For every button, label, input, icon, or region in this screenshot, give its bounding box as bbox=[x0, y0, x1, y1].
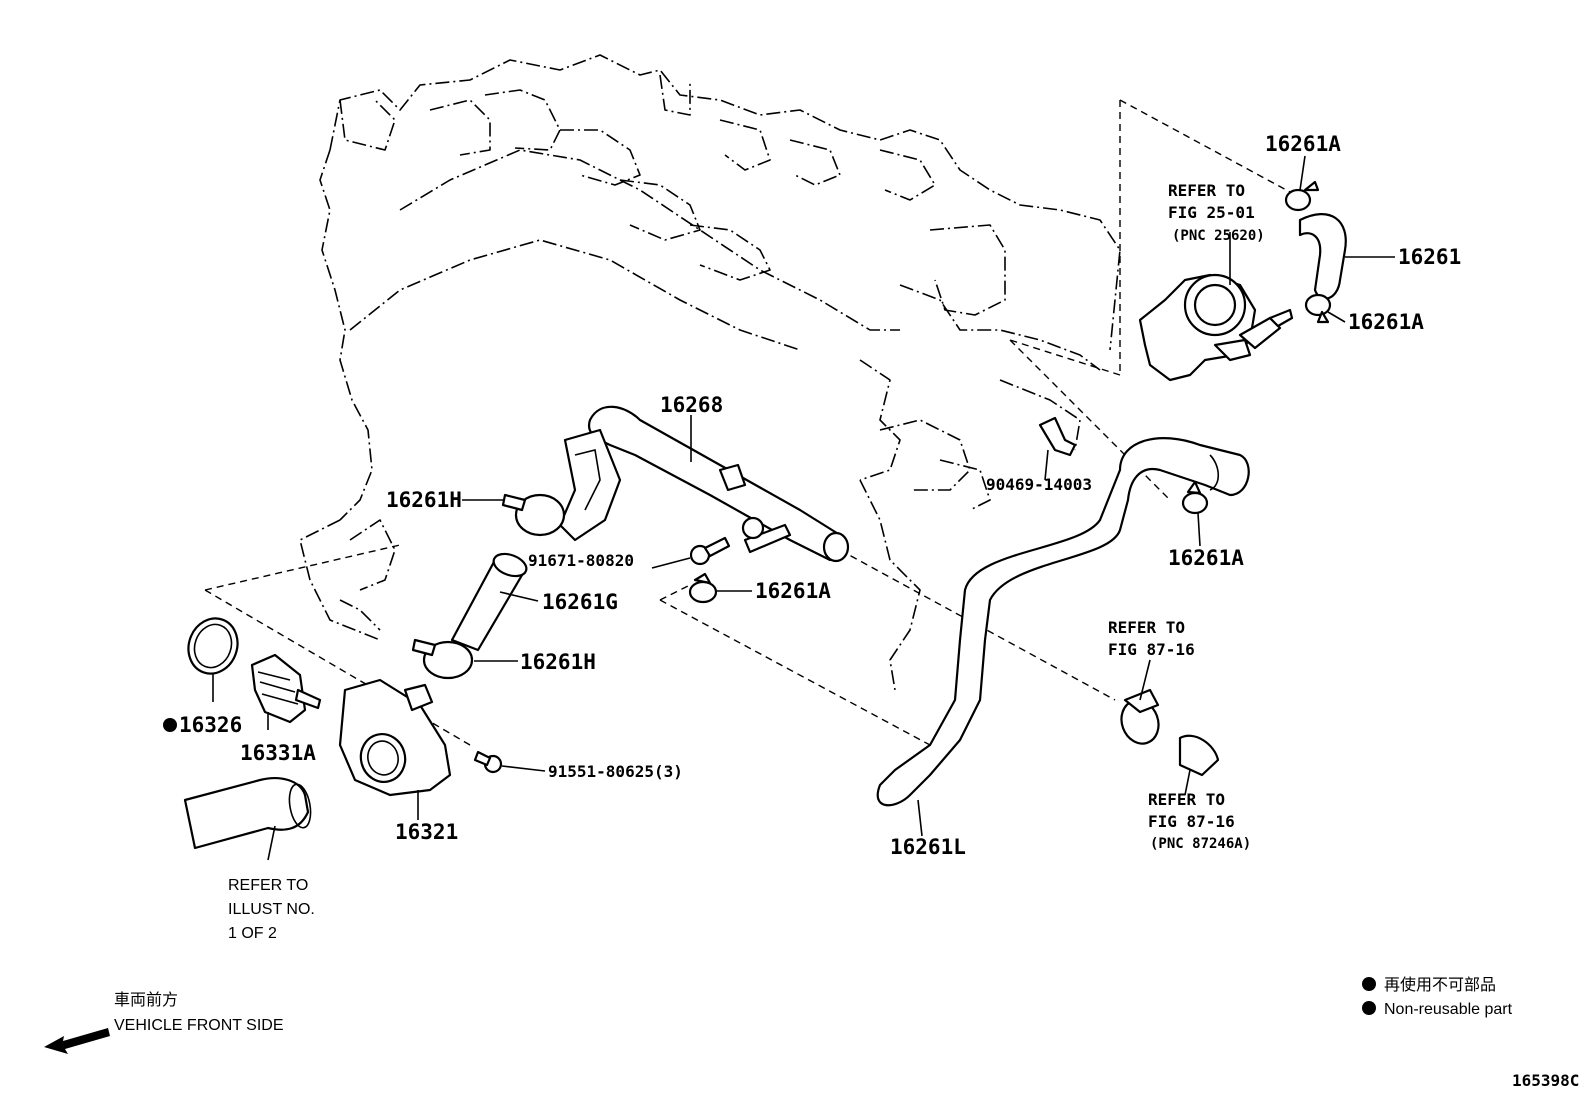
ref-fig-87-16-b[interactable]: REFER TO FIG 87-16 (PNC 87246A) bbox=[1148, 790, 1251, 852]
figure-id: 165398C bbox=[1512, 1071, 1579, 1090]
thermostat-16331A[interactable] bbox=[250, 653, 322, 724]
vehicle-front-indicator: 車両前方 VEHICLE FRONT SIDE bbox=[44, 991, 284, 1054]
ref-fig87b-line1: REFER TO bbox=[1148, 790, 1225, 809]
legend-bullet-icon-en bbox=[1362, 1001, 1376, 1015]
label-16261H-upper[interactable]: 16261H bbox=[386, 488, 462, 512]
ref-illust-line1: REFER TO bbox=[228, 877, 308, 894]
clamp-90469-14003[interactable] bbox=[1038, 416, 1077, 457]
leader-lines bbox=[212, 155, 1395, 861]
clamp-16261H-upper[interactable] bbox=[501, 493, 566, 537]
legend-en: Non-reusable part bbox=[1384, 1001, 1513, 1018]
clamp-16261A-right[interactable] bbox=[1304, 293, 1332, 324]
legend-jp: 再使用不可部品 bbox=[1384, 976, 1496, 994]
front-arrow-icon bbox=[44, 1028, 110, 1054]
label-16268[interactable]: 16268 bbox=[660, 393, 723, 417]
ref-fig87b-line2: FIG 87-16 bbox=[1148, 812, 1235, 831]
engine-outline bbox=[299, 54, 1121, 691]
label-91551-80625[interactable]: 91551-80625(3) bbox=[548, 762, 683, 781]
ref-hose-fig-87-16[interactable] bbox=[1116, 688, 1220, 777]
ref-illust-line2: ILLUST NO. bbox=[228, 901, 315, 918]
label-16261A-mid[interactable]: 16261A bbox=[755, 579, 831, 603]
clamp-16261H-lower[interactable] bbox=[411, 638, 474, 680]
ref-fig25-line1: REFER TO bbox=[1168, 181, 1245, 200]
label-91671-80820[interactable]: 91671-80820 bbox=[528, 551, 634, 570]
label-16261L[interactable]: 16261L bbox=[890, 835, 966, 859]
hose-16261G[interactable] bbox=[450, 550, 529, 652]
ref-fig87a-line1: REFER TO bbox=[1108, 618, 1185, 637]
water-inlet-16321[interactable] bbox=[338, 678, 452, 797]
label-16261A-top[interactable]: 16261A bbox=[1265, 132, 1341, 156]
throttle-body-assembly[interactable] bbox=[1138, 273, 1294, 382]
label-16261A-hose[interactable]: 16261A bbox=[1168, 546, 1244, 570]
ref-fig87a-line2: FIG 87-16 bbox=[1108, 640, 1195, 659]
water-pipe-16268[interactable] bbox=[558, 405, 850, 563]
hose-16261[interactable] bbox=[1298, 213, 1347, 300]
ref-fig87b-line3: (PNC 87246A) bbox=[1150, 836, 1251, 852]
ref-fig-87-16-a[interactable]: REFER TO FIG 87-16 bbox=[1108, 618, 1195, 659]
clamp-16261A-top[interactable] bbox=[1284, 180, 1320, 212]
ref-hose-illust[interactable] bbox=[183, 777, 314, 850]
legend: 再使用不可部品 Non-reusable part bbox=[1362, 976, 1513, 1018]
ref-illust-1-of-2[interactable]: REFER TO ILLUST NO. 1 OF 2 bbox=[228, 877, 315, 942]
bolt-91551-80625[interactable] bbox=[473, 750, 503, 774]
ref-fig-25-01[interactable]: REFER TO FIG 25-01 (PNC 25620) bbox=[1168, 181, 1265, 244]
vehicle-front-en: VEHICLE FRONT SIDE bbox=[114, 1017, 284, 1034]
label-16331A[interactable]: 16331A bbox=[240, 741, 316, 765]
gasket-16326[interactable] bbox=[181, 611, 245, 680]
clamp-16261A-hose[interactable] bbox=[1181, 480, 1209, 515]
label-16261G[interactable]: 16261G bbox=[542, 590, 618, 614]
label-16261A-right[interactable]: 16261A bbox=[1348, 310, 1424, 334]
hose-16261L[interactable] bbox=[876, 437, 1250, 807]
legend-bullet-icon-jp bbox=[1362, 977, 1376, 991]
bolt-91671-80820[interactable] bbox=[689, 536, 731, 566]
label-90469-14003[interactable]: 90469-14003 bbox=[986, 475, 1092, 494]
ref-fig25-line3: (PNC 25620) bbox=[1172, 228, 1265, 244]
label-16261[interactable]: 16261 bbox=[1398, 245, 1461, 269]
part-labels: 16261A 16261 16261A 16268 16261H 91671-8… bbox=[163, 132, 1461, 859]
clamp-16261A-mid[interactable] bbox=[688, 572, 718, 604]
label-16321[interactable]: 16321 bbox=[395, 820, 458, 844]
ref-illust-line3: 1 OF 2 bbox=[228, 925, 277, 942]
label-16326[interactable]: 16326 bbox=[179, 713, 242, 737]
ref-fig25-line2: FIG 25-01 bbox=[1168, 203, 1255, 222]
non-reusable-marker bbox=[163, 718, 177, 732]
label-16261H-lower[interactable]: 16261H bbox=[520, 650, 596, 674]
vehicle-front-jp: 車両前方 bbox=[114, 991, 178, 1009]
